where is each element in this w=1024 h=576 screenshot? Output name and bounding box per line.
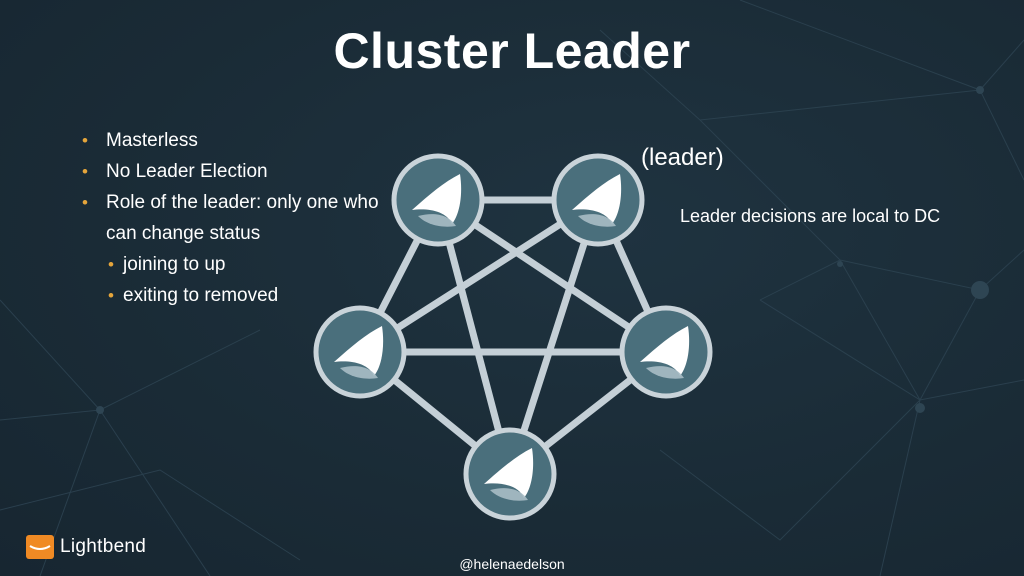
- bullet-item: No Leader Election: [82, 156, 382, 187]
- lightbend-logo-icon: [26, 535, 54, 559]
- cluster-node-top-right-leader: [551, 153, 645, 247]
- sub-bullet-item: joining to up: [82, 249, 382, 280]
- lightbend-logo: Lightbend: [26, 535, 146, 559]
- cluster-node-mid-right: [619, 305, 713, 399]
- leader-note: Leader decisions are local to DC: [680, 206, 941, 226]
- bullet-list: Masterless No Leader Election Role of th…: [82, 125, 382, 311]
- bullet-item: Role of the leader: only one who can cha…: [82, 187, 382, 249]
- edge-tr-b: [506, 196, 602, 478]
- cluster-node-top-left: [391, 153, 485, 247]
- cluster-node-bottom: [463, 427, 557, 521]
- logo-text: Lightbend: [60, 536, 147, 557]
- edge-tr-ml: [356, 196, 602, 356]
- cluster-node-mid-left: [313, 305, 407, 399]
- slide-title: Cluster Leader: [333, 23, 691, 79]
- sub-bullet-item: exiting to removed: [82, 280, 382, 311]
- edge-tl-b: [434, 196, 514, 478]
- author-handle: @helenaedelson: [459, 556, 565, 572]
- leader-label: (leader): [641, 144, 724, 171]
- bullet-item: Masterless: [82, 125, 382, 156]
